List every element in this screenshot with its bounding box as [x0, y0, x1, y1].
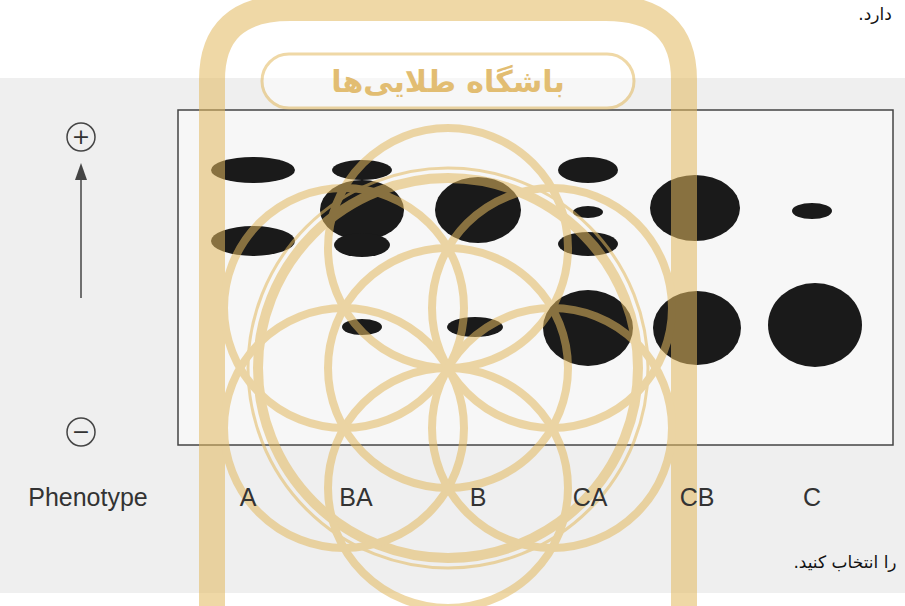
lane-label: C [803, 484, 821, 512]
lane-label: B [470, 484, 487, 512]
arrow-head [75, 163, 87, 180]
note-text: را انتخاب کنید. [793, 553, 896, 572]
lane-label: CB [680, 484, 715, 512]
grey-panel [0, 78, 905, 593]
watermark: باشگاه طلایی‌ها [331, 65, 565, 98]
migration-arrow [80, 175, 82, 298]
note-text: دارد. [858, 5, 891, 24]
cathode-sign: − [72, 420, 90, 444]
lane-label: BA [339, 484, 372, 512]
axis-title: Phenotype [28, 484, 148, 512]
watermark-badge [212, 8, 684, 606]
anode-circle [67, 123, 95, 151]
anode-sign: + [72, 125, 90, 149]
lane-label: CA [573, 484, 608, 512]
lane-label: A [240, 484, 257, 512]
cathode-circle [67, 418, 95, 446]
